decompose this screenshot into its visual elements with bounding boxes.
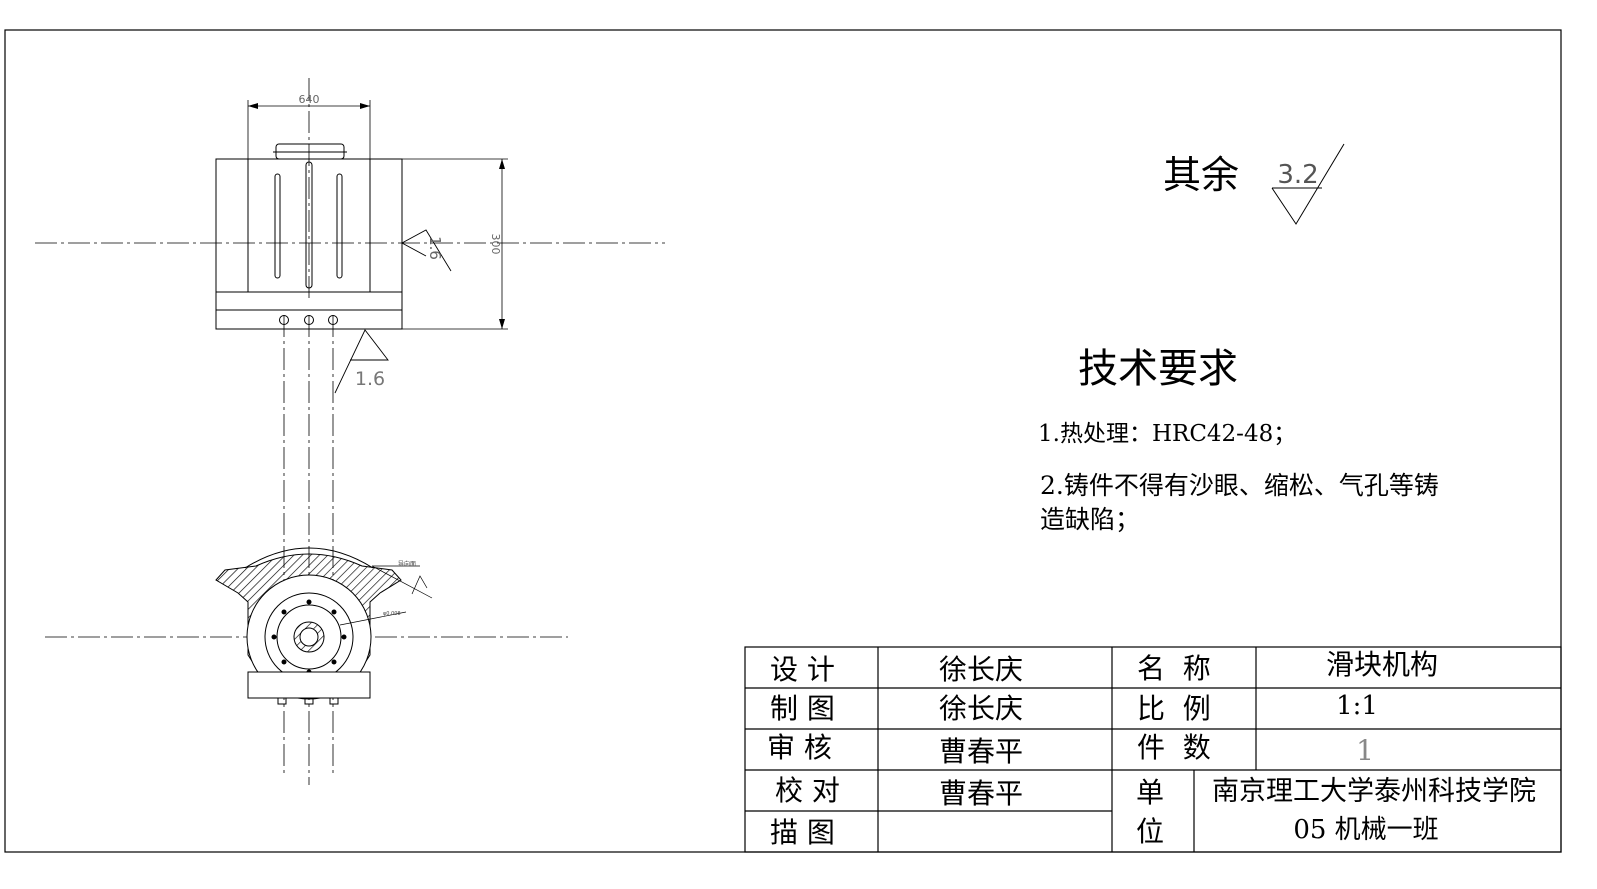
- general-roughness-value: 3.2: [1277, 160, 1318, 190]
- tech-item-2-line-2: 造缺陷；: [1040, 505, 1140, 534]
- title-block: [744, 646, 1562, 853]
- unit-label-2: 位: [1136, 815, 1164, 848]
- check-value: 曹春平: [939, 777, 1023, 810]
- slot-left: [274, 173, 281, 279]
- scale-label: 比 例: [1137, 692, 1211, 725]
- general-roughness-symbol: [1271, 143, 1345, 225]
- count-value: 1: [1356, 734, 1374, 767]
- section-view: [45, 547, 568, 705]
- review-value: 曹春平: [939, 735, 1023, 768]
- trace-label: 描 图: [770, 816, 835, 849]
- slot-right: [336, 173, 343, 279]
- dim-height-text: 300: [489, 234, 502, 255]
- unit-value-1: 南京理工大学泰州科技学院: [1212, 776, 1536, 807]
- review-label: 审 核: [767, 731, 832, 764]
- roughness-bottom-text: 1.6: [355, 368, 385, 390]
- roughness-symbol-side: [401, 229, 452, 272]
- tech-title: 技术要求: [1078, 346, 1238, 392]
- draw-label: 制 图: [770, 692, 835, 725]
- annotation-small-mid: φ0.008: [383, 611, 401, 617]
- section-base: [247, 671, 371, 699]
- name-value: 滑块机构: [1326, 648, 1438, 681]
- design-label: 设 计: [770, 653, 835, 686]
- count-label: 件 数: [1137, 731, 1211, 764]
- top-view: [35, 78, 665, 785]
- unit-label-1: 单: [1136, 776, 1164, 809]
- roughness-side-text: 1.6: [426, 236, 444, 260]
- general-roughness-label: 其余: [1163, 153, 1239, 197]
- slot-center: [305, 161, 313, 289]
- annotation-small-top: 导向面: [398, 560, 416, 568]
- draw-value: 徐长庆: [939, 692, 1023, 725]
- dim-width-text: 640: [299, 93, 320, 106]
- tech-item-1: 1.热处理：HRC42-48；: [1038, 421, 1296, 447]
- check-label: 校 对: [775, 774, 840, 807]
- unit-value-2: 05 机械一班: [1293, 815, 1438, 845]
- tech-item-2-line-1: 2.铸件不得有沙眼、缩松、气孔等铸: [1040, 471, 1439, 500]
- name-label: 名 称: [1137, 652, 1211, 685]
- design-value: 徐长庆: [939, 653, 1023, 686]
- roughness-symbol-bottom: [334, 329, 389, 394]
- scale-value: 1:1: [1336, 691, 1378, 721]
